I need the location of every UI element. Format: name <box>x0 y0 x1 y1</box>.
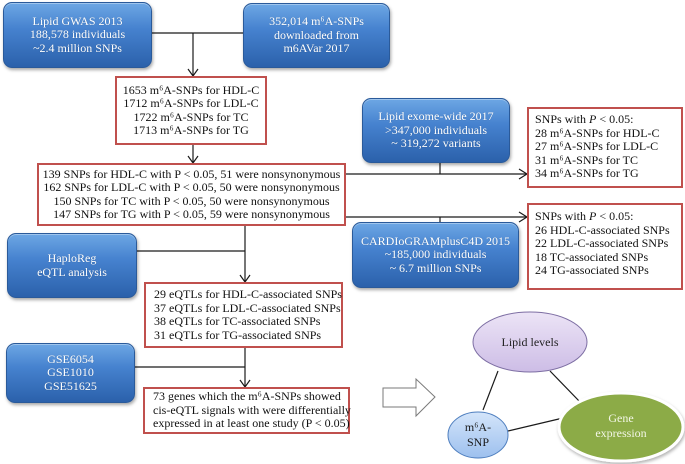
cardiogram-result-line: 24 TG-associated SNPs <box>535 263 649 277</box>
hollow-right-arrow-icon <box>382 377 436 418</box>
header-p-symbol: P <box>589 209 597 223</box>
haploreg-line: HaploReg <box>47 251 97 265</box>
node-gene-expression: Gene expression <box>557 391 685 463</box>
cardiogram-result-line: 18 TC-associated SNPs <box>535 249 649 264</box>
m6a-snps-line: 1713 m⁶A-SNPs for TG <box>133 123 249 137</box>
gene-expression-label-line2: expression <box>595 426 646 440</box>
m6a-snps-result-box: 1653 m⁶A-SNPs for HDL-C 1712 m⁶A-SNPs fo… <box>115 76 267 145</box>
gse-line: GSE51625 <box>44 378 97 393</box>
genes-line: 73 genes which the m⁶A-SNPs showed <box>153 389 341 404</box>
gene-expression-ellipse <box>557 391 685 463</box>
haploreg-line: eQTL analysis <box>37 264 107 279</box>
lipid-gwas-line: 188,578 individuals <box>29 27 126 42</box>
lipid-gwas-line: ~2.4 million SNPs <box>33 40 122 55</box>
cardiogram-result-header: SNPs with P < 0.05: <box>535 209 681 224</box>
m6avar-2017-box: 352,014 m⁶A-SNPs downloaded from m6AVar … <box>243 3 390 68</box>
exome-result-box: SNPs with P < 0.05: 28 m⁶A-SNPs for HDL-… <box>527 107 683 188</box>
lipid-gwas-2013-box: Lipid GWAS 2013 188,578 individuals ~2.4… <box>3 2 152 68</box>
lipid-gwas-line: Lipid GWAS 2013 <box>32 13 123 28</box>
lipid-levels-ellipse <box>472 311 588 373</box>
eqtls-line: 38 eQTLs for TC-associated SNPs <box>154 314 321 328</box>
eqtls-line: 37 eQTLs for LDL-C-associated SNPs <box>154 300 341 315</box>
m6a-snp-label-line2: SNP <box>467 435 489 449</box>
m6avar-line: m6AVar 2017 <box>283 41 350 56</box>
nonsynonymous-line: 162 SNPs for LDL-C with P < 0.05, 50 wer… <box>43 180 340 194</box>
nonsynonymous-line: 147 SNPs for TG with P < 0.05, 59 were n… <box>53 207 330 221</box>
gse-line: GSE1010 <box>47 365 94 380</box>
m6a-snps-line: 1722 m⁶A-SNPs for TC <box>133 109 249 124</box>
m6a-snp-label-line1: m⁶A- <box>465 420 491 434</box>
genes-result-box: 73 genes which the m⁶A-SNPs showed cis-e… <box>143 387 351 434</box>
genes-line: expressed in at least one study (P < 0.0… <box>153 416 350 431</box>
exome-result-header: SNPs with P < 0.05: <box>535 112 681 127</box>
gse-datasets-box: GSE6054 GSE1010 GSE51625 <box>6 343 135 403</box>
header-prefix: SNPs with <box>535 112 590 126</box>
cardiogram-result-box: SNPs with P < 0.05: 26 HDL-C-associated … <box>527 203 683 290</box>
cardiogram-line: CARDIoGRAMplusC4D 2015 <box>360 233 510 248</box>
exome-result-line: 34 m⁶A-SNPs for TG <box>535 166 639 180</box>
exome-line: >347,000 individuals <box>384 122 488 137</box>
gse-line: GSE6054 <box>47 351 94 366</box>
cardiogram-line: ~ 6.7 million SNPs <box>389 260 482 275</box>
m6avar-line: 352,014 m⁶A-SNPs <box>269 14 364 29</box>
exome-result-line: 27 m⁶A-SNPs for LDL-C <box>535 139 659 153</box>
nonsynonymous-line: 139 SNPs for HDL-C with P < 0.05, 51 wer… <box>42 166 341 181</box>
nonsynonymous-result-box: 139 SNPs for HDL-C with P < 0.05, 51 wer… <box>37 163 346 226</box>
header-suffix: < 0.05: <box>596 112 634 126</box>
m6a-snp-ellipse <box>447 411 509 459</box>
eqtls-line: 31 eQTLs for TG-associated SNPs <box>154 327 322 342</box>
haploreg-box: HaploReg eQTL analysis <box>7 233 137 298</box>
header-suffix: < 0.05: <box>596 209 634 223</box>
exome-line: ~ 319,272 variants <box>391 136 481 151</box>
cardiogram-result-line: 22 LDL-C-associated SNPs <box>535 236 669 250</box>
eqtls-result-box: 29 eQTLs for HDL-C-associated SNPs 37 eQ… <box>144 282 343 348</box>
exome-line: Lipid exome-wide 2017 <box>378 109 494 124</box>
lipid-levels-label: Lipid levels <box>502 335 559 349</box>
eqtls-line: 29 eQTLs for HDL-C-associated SNPs <box>154 287 342 301</box>
cardiogramplusc4d-2015-box: CARDIoGRAMplusC4D 2015 ~185,000 individu… <box>352 222 519 288</box>
lipid-exome-wide-2017-box: Lipid exome-wide 2017 >347,000 individua… <box>362 98 510 163</box>
gene-expression-label-line1: Gene <box>608 411 633 425</box>
m6a-snps-line: 1712 m⁶A-SNPs for LDL-C <box>123 96 259 110</box>
cardiogram-result-line: 26 HDL-C-associated SNPs <box>535 222 670 237</box>
m6a-snps-line: 1653 m⁶A-SNPs for HDL-C <box>122 82 260 97</box>
node-m6a-snp: m⁶A- SNP <box>447 411 509 459</box>
nonsynonymous-line: 150 SNPs for TC with P < 0.05, 50 were n… <box>53 193 330 208</box>
exome-result-line: 28 m⁶A-SNPs for HDL-C <box>535 125 660 140</box>
cardiogram-line: ~185,000 individuals <box>384 247 487 262</box>
edge-lipid-snp <box>482 370 499 411</box>
edge-lipid-gene <box>549 370 582 404</box>
node-lipid-levels: Lipid levels <box>472 311 588 373</box>
m6avar-line: downloaded from <box>274 27 359 42</box>
exome-result-line: 31 m⁶A-SNPs for TC <box>535 152 638 167</box>
header-prefix: SNPs with <box>535 209 590 223</box>
edge-snp-gene <box>507 417 564 432</box>
genes-line: cis-eQTL signals with were differentiall… <box>153 402 351 417</box>
header-p-symbol: P <box>589 112 597 126</box>
